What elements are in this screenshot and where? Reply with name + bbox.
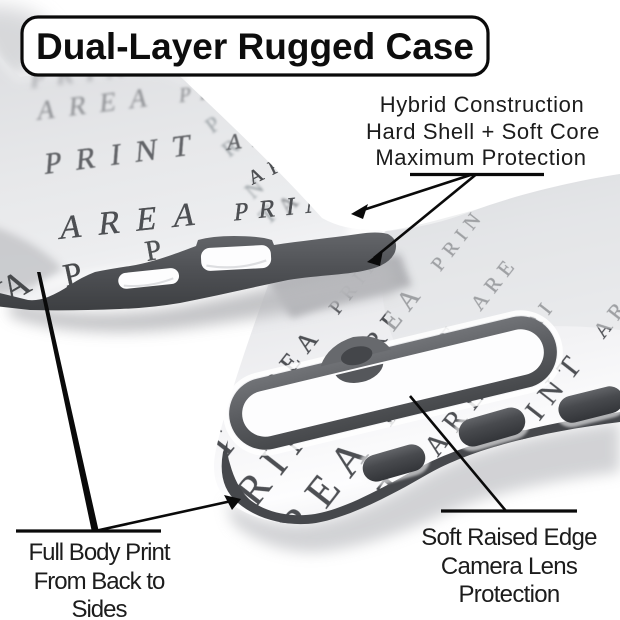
svg-text:Dual-Layer Rugged Case: Dual-Layer Rugged Case — [36, 26, 474, 67]
svg-text:Full Body Print: Full Body Print — [28, 539, 170, 566]
svg-text:Soft Raised Edge: Soft Raised Edge — [421, 524, 597, 551]
svg-text:Hard Shell + Soft Core: Hard Shell + Soft Core — [366, 119, 600, 144]
svg-text:From Back to: From Back to — [34, 568, 165, 595]
svg-text:Hybrid Construction: Hybrid Construction — [380, 92, 585, 117]
svg-text:Camera Lens: Camera Lens — [441, 553, 578, 580]
svg-text:Sides: Sides — [71, 596, 127, 620]
svg-text:Maximum Protection: Maximum Protection — [375, 145, 586, 170]
svg-text:Protection: Protection — [458, 581, 559, 608]
